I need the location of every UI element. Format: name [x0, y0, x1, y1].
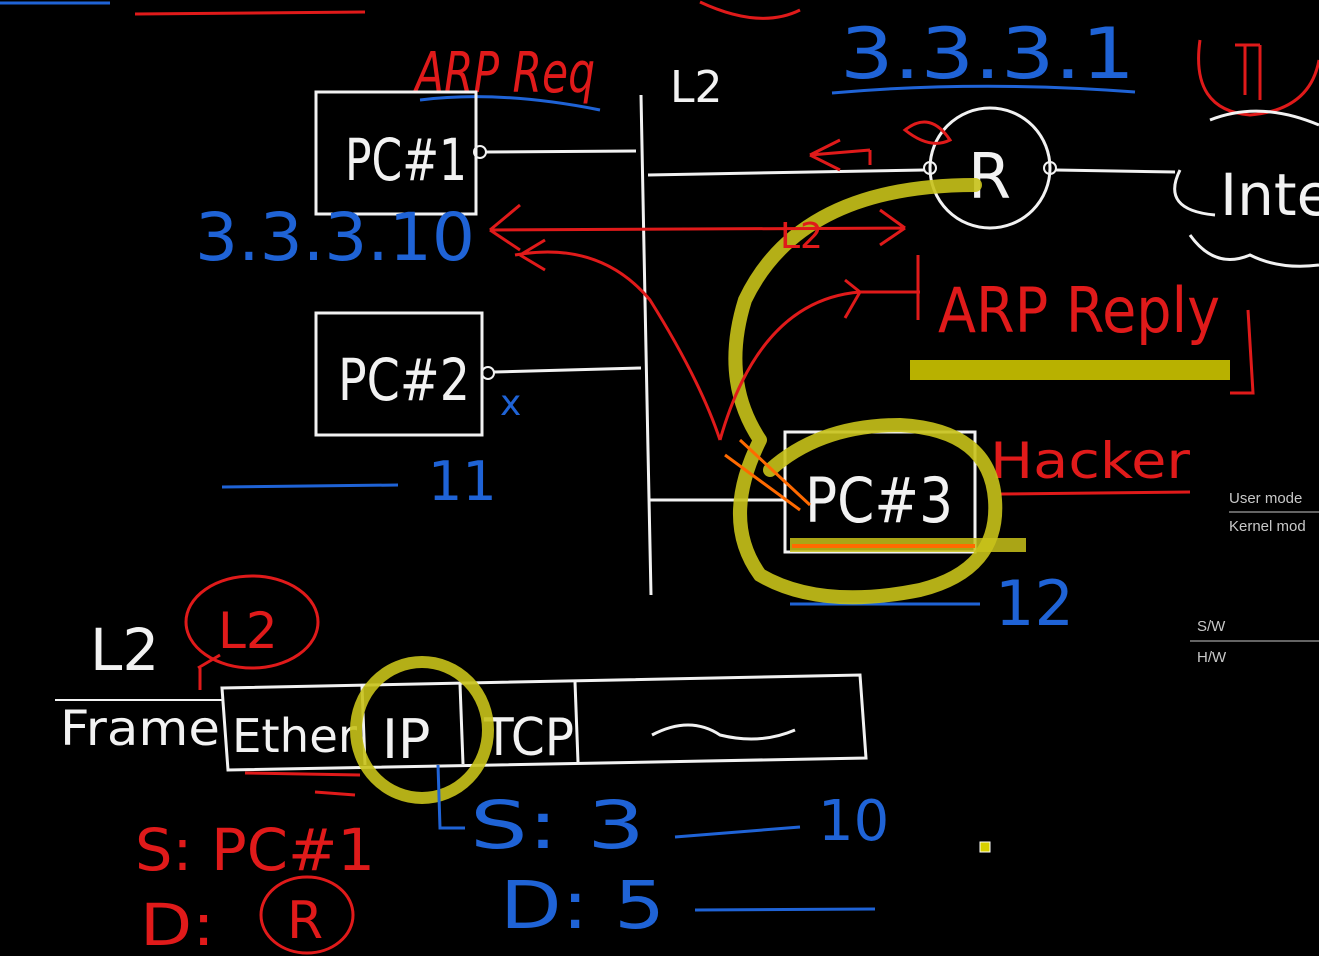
frame-divider-3: [573, 681, 580, 763]
ip-arrow-down: [436, 764, 465, 830]
src-ip-suffix: 10: [818, 789, 889, 854]
pc3-node: PC#3: [650, 430, 977, 554]
l2-circle-tail: [197, 653, 221, 690]
hw-label: H/W: [1197, 649, 1227, 666]
red-arrow-pc3-to-router: [718, 278, 920, 441]
l2-top-label: L2: [670, 62, 723, 113]
side-panel: User mode Kernel mod S/W H/W: [1190, 490, 1319, 666]
top-edge-scribbles: [0, 0, 1319, 117]
pc3-label: PC#3: [805, 464, 953, 537]
kernel-mode-label: Kernel mod: [1229, 518, 1306, 535]
pc1-link: [485, 149, 637, 154]
internet-cloud: Inte: [1173, 109, 1319, 268]
src-ip-label: S: 3: [470, 787, 645, 864]
pc2-cut-mark: x: [500, 383, 521, 424]
internet-label: Inte: [1220, 161, 1319, 229]
l2-red-circle: [184, 574, 320, 670]
pc3-ip-label: 12: [995, 567, 1074, 640]
payload-squiggle: [651, 723, 796, 741]
router-circle: [928, 106, 1052, 230]
user-mode-label: User mode: [1229, 490, 1302, 507]
yellow-highlight-loop: [728, 178, 1003, 605]
l2-bottom-label: L2: [90, 616, 159, 684]
src-mac-label: S: PC#1: [135, 816, 375, 884]
frame-label: Frame: [60, 701, 220, 757]
pc2-ip-label: 11: [428, 450, 497, 513]
dst-mac-circle: [259, 875, 355, 955]
router-ip-underline: [831, 84, 1136, 95]
pc2-node: PC#2: [314, 311, 642, 437]
dst-ip-dash: [694, 907, 876, 912]
pc2-ip-dash: [221, 483, 399, 489]
frame-divider-2: [458, 683, 465, 765]
pc1-box: [314, 90, 478, 216]
l2-arrow-label: L2: [780, 216, 823, 257]
router-link: [647, 168, 925, 177]
pc1-ip-label: 3.3.3.10: [195, 199, 475, 276]
red-circle-top-right: [1197, 39, 1319, 117]
sw-label: S/W: [1197, 618, 1226, 635]
internet-link: [1055, 168, 1176, 174]
arp-reply-bracket-right: [1230, 309, 1255, 395]
pc1-node: PC#1: [314, 90, 637, 216]
router-ip-label: 3.3.3.1: [840, 13, 1135, 95]
hacker-label: Hacker: [990, 432, 1191, 490]
ip-field: IP: [382, 708, 431, 771]
src-ip-dash: [674, 825, 801, 839]
router-port-right: [1043, 161, 1057, 175]
pc2-link: [493, 366, 642, 374]
pc1-label: PC#1: [345, 126, 467, 194]
red-arrow-pc3-to-pc1: [514, 238, 722, 441]
arp-reply-highlight: [910, 360, 1230, 380]
arp-req-label: ARP Req: [413, 41, 595, 106]
router-node: R: [647, 106, 1176, 230]
tcp-field: TCP: [483, 708, 574, 768]
cursor-marker: [979, 841, 991, 853]
arp-reply-label: ARP Reply: [938, 274, 1220, 347]
hacker-underline: [999, 490, 1191, 496]
ip-yellow-circle: [350, 656, 494, 804]
l2-switch-bus: [639, 94, 653, 596]
arp-req-underline: [419, 95, 601, 112]
pc2-label: PC#2: [338, 346, 470, 414]
l2-circled-label: L2: [218, 602, 278, 660]
red-arrow-to-router: [809, 138, 872, 172]
router-label: R: [968, 140, 1011, 213]
dst-mac-label: D:: [140, 891, 215, 956]
dst-mac-circled-label: R: [287, 891, 323, 951]
pc2-port: [481, 366, 495, 380]
red-double-arrow-pc1-router: [489, 203, 906, 252]
router-port-red-mark: [902, 120, 953, 145]
dst-ip-label: D: 5: [500, 867, 665, 944]
orange-strokes-pc3: [724, 438, 812, 512]
ether-field: Ether: [232, 709, 357, 763]
ether-red-underline: [244, 771, 361, 797]
